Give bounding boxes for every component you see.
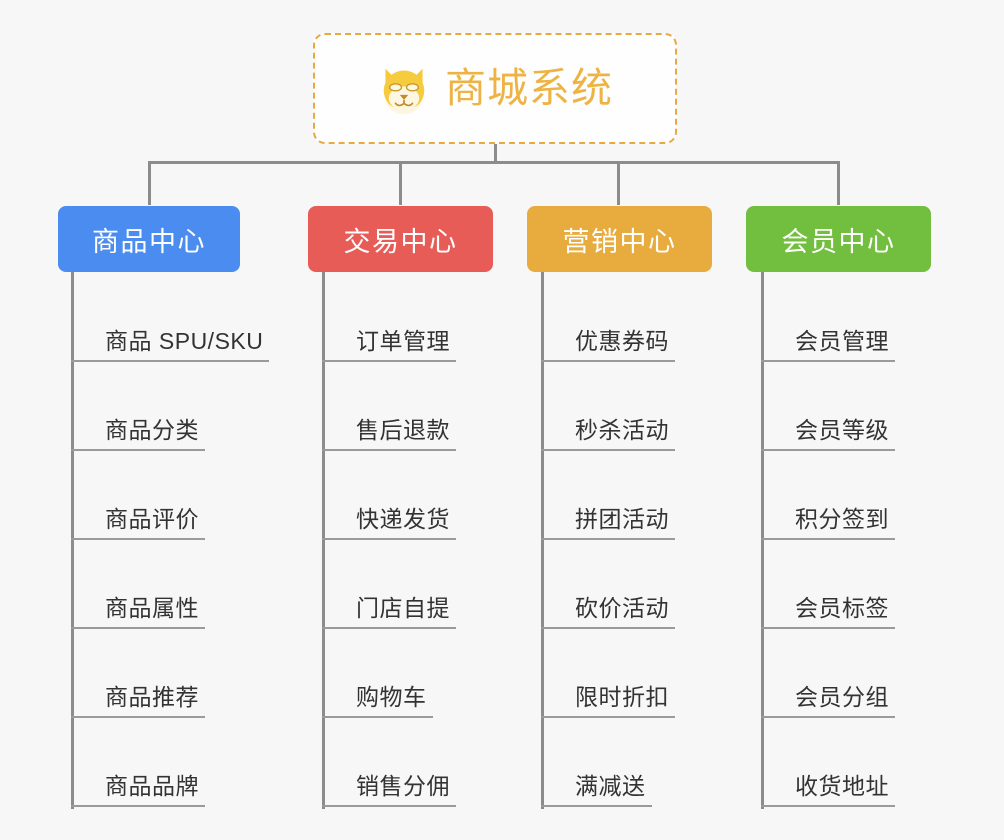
branch-item-underline: 快递发货 — [322, 507, 456, 540]
branch-item-label: 售后退款 — [356, 417, 450, 443]
branch-item-label: 快递发货 — [356, 506, 450, 532]
branch-item-label: 砍价活动 — [575, 595, 669, 621]
branch-header-member-center[interactable]: 会员中心 — [746, 206, 931, 272]
branch-item-underline: 会员分组 — [761, 685, 895, 718]
branch-item-label: 拼团活动 — [575, 506, 669, 532]
branch-item-label: 商品推荐 — [105, 684, 199, 710]
branch-item[interactable]: 商品评价 — [71, 450, 205, 540]
branch-item[interactable]: 会员标签 — [761, 539, 895, 629]
branch-item[interactable]: 商品推荐 — [71, 628, 205, 718]
branch-item[interactable]: 收货地址 — [761, 717, 895, 807]
branch-item[interactable]: 满减送 — [541, 717, 652, 807]
branch-item-label: 积分签到 — [795, 506, 889, 532]
branch-item-underline: 商品属性 — [71, 596, 205, 629]
branch-item[interactable]: 拼团活动 — [541, 450, 675, 540]
branch-drop-connector-3 — [617, 161, 620, 205]
branch-item-label: 购物车 — [356, 684, 427, 710]
branch-item[interactable]: 商品品牌 — [71, 717, 205, 807]
branch-item-underline: 限时折扣 — [541, 685, 675, 718]
branch-item-underline: 门店自提 — [322, 596, 456, 629]
branch-item-label: 商品评价 — [105, 506, 199, 532]
branch-item-label: 会员分组 — [795, 684, 889, 710]
branch-item-label: 商品分类 — [105, 417, 199, 443]
branch-header-product-center[interactable]: 商品中心 — [58, 206, 240, 272]
branch-item-underline: 订单管理 — [322, 329, 456, 362]
branch-item-underline: 会员管理 — [761, 329, 895, 362]
branch-item-underline: 收货地址 — [761, 774, 895, 807]
branch-item-underline: 购物车 — [322, 685, 433, 718]
branch-rail — [761, 272, 764, 809]
branch-item-underline: 砍价活动 — [541, 596, 675, 629]
branch-item-underline: 拼团活动 — [541, 507, 675, 540]
branch-item-underline: 商品 SPU/SKU — [71, 328, 270, 362]
root-stem-connector — [494, 144, 497, 164]
branch-header-marketing-center[interactable]: 营销中心 — [527, 206, 712, 272]
branch-item-label: 优惠券码 — [575, 328, 669, 354]
branch-item-underline: 积分签到 — [761, 507, 895, 540]
branch-item-label: 会员标签 — [795, 595, 889, 621]
branch-header-label: 商品中心 — [92, 226, 206, 257]
branch-item[interactable]: 销售分佣 — [322, 717, 456, 807]
branch-item-underline: 销售分佣 — [322, 774, 456, 807]
branch-item-label: 商品属性 — [105, 595, 199, 621]
branch-item-underline: 秒杀活动 — [541, 418, 675, 451]
branch-item[interactable]: 快递发货 — [322, 450, 456, 540]
branch-item-underline: 商品推荐 — [71, 685, 205, 718]
branch-item-underline: 会员等级 — [761, 418, 895, 451]
branch-item[interactable]: 商品 SPU/SKU — [71, 272, 270, 362]
branch-rail — [541, 272, 544, 809]
branch-rail — [322, 272, 325, 809]
branch-item-underline: 满减送 — [541, 774, 652, 807]
branch-item-label: 收货地址 — [795, 773, 889, 799]
branch-drop-connector-1 — [148, 161, 151, 205]
branch-item[interactable]: 购物车 — [322, 628, 433, 718]
branch-item-label: 会员等级 — [795, 417, 889, 443]
branch-item-underline: 商品品牌 — [71, 774, 205, 807]
shiba-dog-face-icon — [383, 68, 425, 114]
branch-item[interactable]: 秒杀活动 — [541, 361, 675, 451]
branch-item[interactable]: 商品分类 — [71, 361, 205, 451]
branch-header-label: 营销中心 — [562, 226, 677, 257]
branch-item-underline: 商品分类 — [71, 418, 205, 451]
root-title: 商城系统 — [445, 65, 613, 111]
branch-item-label: 会员管理 — [795, 328, 889, 354]
branch-item-label: 门店自提 — [356, 595, 450, 621]
branch-item[interactable]: 商品属性 — [71, 539, 205, 629]
branch-item-underline: 售后退款 — [322, 418, 456, 451]
root-node[interactable]: 商城系统 — [313, 33, 677, 144]
branch-item-label: 商品品牌 — [105, 773, 199, 799]
branch-item[interactable]: 售后退款 — [322, 361, 456, 451]
branch-item-label: 订单管理 — [356, 328, 450, 354]
branch-rail — [71, 272, 74, 809]
branch-item[interactable]: 优惠券码 — [541, 272, 675, 362]
branch-item[interactable]: 砍价活动 — [541, 539, 675, 629]
branch-item-label: 商品 SPU/SKU — [105, 328, 264, 354]
branch-item[interactable]: 会员管理 — [761, 272, 895, 362]
branch-item[interactable]: 订单管理 — [322, 272, 456, 362]
branch-header-trade-center[interactable]: 交易中心 — [308, 206, 493, 272]
branch-drop-connector-2 — [399, 161, 402, 205]
branch-item-underline: 商品评价 — [71, 507, 205, 540]
branch-item[interactable]: 门店自提 — [322, 539, 456, 629]
branch-item-label: 秒杀活动 — [575, 417, 669, 443]
branch-item-underline: 优惠券码 — [541, 329, 675, 362]
branch-item-underline: 会员标签 — [761, 596, 895, 629]
horizontal-bus-connector — [148, 161, 840, 164]
branch-item[interactable]: 积分签到 — [761, 450, 895, 540]
branch-item-label: 满减送 — [575, 773, 646, 799]
branch-item[interactable]: 会员等级 — [761, 361, 895, 451]
branch-item-label: 限时折扣 — [575, 684, 669, 710]
branch-drop-connector-4 — [837, 161, 840, 205]
branch-item-label: 销售分佣 — [356, 773, 450, 799]
branch-header-label: 会员中心 — [781, 226, 896, 257]
branch-item[interactable]: 会员分组 — [761, 628, 895, 718]
branch-header-label: 交易中心 — [343, 226, 458, 257]
branch-item[interactable]: 限时折扣 — [541, 628, 675, 718]
